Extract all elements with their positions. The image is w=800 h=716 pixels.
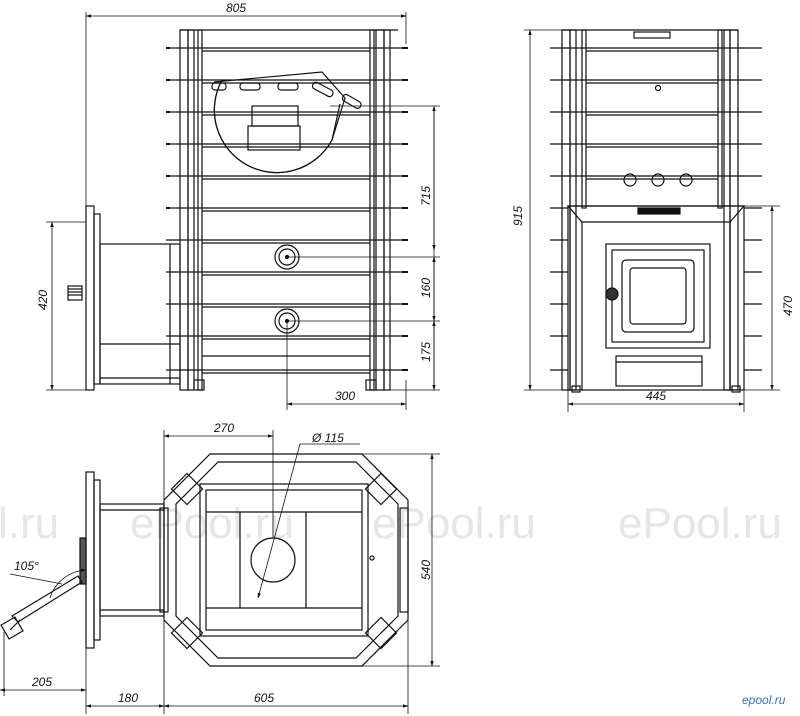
logo-text: epool.ru xyxy=(742,693,786,707)
brand-plate xyxy=(637,207,681,215)
side-view xyxy=(550,29,762,393)
dim-445: 445 xyxy=(646,389,666,403)
dim-300: 300 xyxy=(335,389,355,403)
side-shelf-bars xyxy=(550,47,762,371)
watermark-4: ePool.ru xyxy=(618,499,782,548)
stone-2 xyxy=(651,173,665,187)
top-inner-box xyxy=(199,483,369,637)
dim-205: 205 xyxy=(31,675,52,689)
dim-175: 175 xyxy=(419,342,433,362)
dim-270: 270 xyxy=(213,421,234,435)
door-handle xyxy=(67,285,83,301)
front-dimensions xyxy=(46,12,440,410)
watermark-2: ePool.ru xyxy=(130,499,294,548)
watermark-3: ePool.ru xyxy=(372,499,536,548)
side-right-post xyxy=(729,29,739,391)
top-flange xyxy=(85,471,95,649)
watermark-1: l.ru xyxy=(0,499,59,548)
dim-180: 180 xyxy=(118,691,138,705)
open-door xyxy=(11,575,83,623)
dim-805: 805 xyxy=(226,1,246,15)
dim-angle-105: 105° xyxy=(14,559,39,573)
door-glass xyxy=(621,259,695,333)
dim-540: 540 xyxy=(419,560,433,580)
watermark-row: l.ru ePool.ru ePool.ru ePool.ru xyxy=(0,499,782,548)
dim-420: 420 xyxy=(36,290,50,310)
tunnel-body xyxy=(99,243,181,385)
dim-715: 715 xyxy=(419,186,433,206)
fire-tunnel-side xyxy=(67,205,181,391)
firebox-front xyxy=(567,205,745,391)
dim-160: 160 xyxy=(419,278,433,298)
dim-pipe-diameter: Ø 115 xyxy=(311,431,344,445)
stone-3 xyxy=(679,173,693,187)
top-dimensions xyxy=(0,430,440,714)
side-dimensions xyxy=(524,29,780,412)
front-view xyxy=(166,29,408,391)
top-view xyxy=(0,453,409,667)
door-knob xyxy=(605,287,619,301)
dim-605: 605 xyxy=(254,691,274,705)
top-vent xyxy=(633,31,671,39)
ash-drawer xyxy=(615,355,703,387)
open-door-handle xyxy=(0,616,24,640)
dim-915: 915 xyxy=(511,206,525,226)
tunnel-flange xyxy=(85,205,95,391)
dim-470: 470 xyxy=(781,296,795,316)
stone-1 xyxy=(623,173,637,187)
